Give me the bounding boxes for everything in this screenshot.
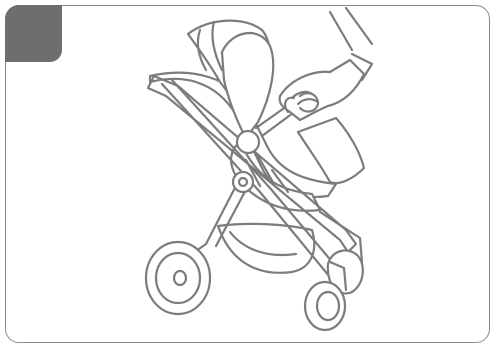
stroller-leg-rest [298,118,364,183]
stroller-basket [218,224,314,273]
user-sleeve [330,8,372,50]
seat-pivot [237,131,259,153]
user-hand-icon [280,60,364,120]
stroller-hinge [233,172,253,192]
